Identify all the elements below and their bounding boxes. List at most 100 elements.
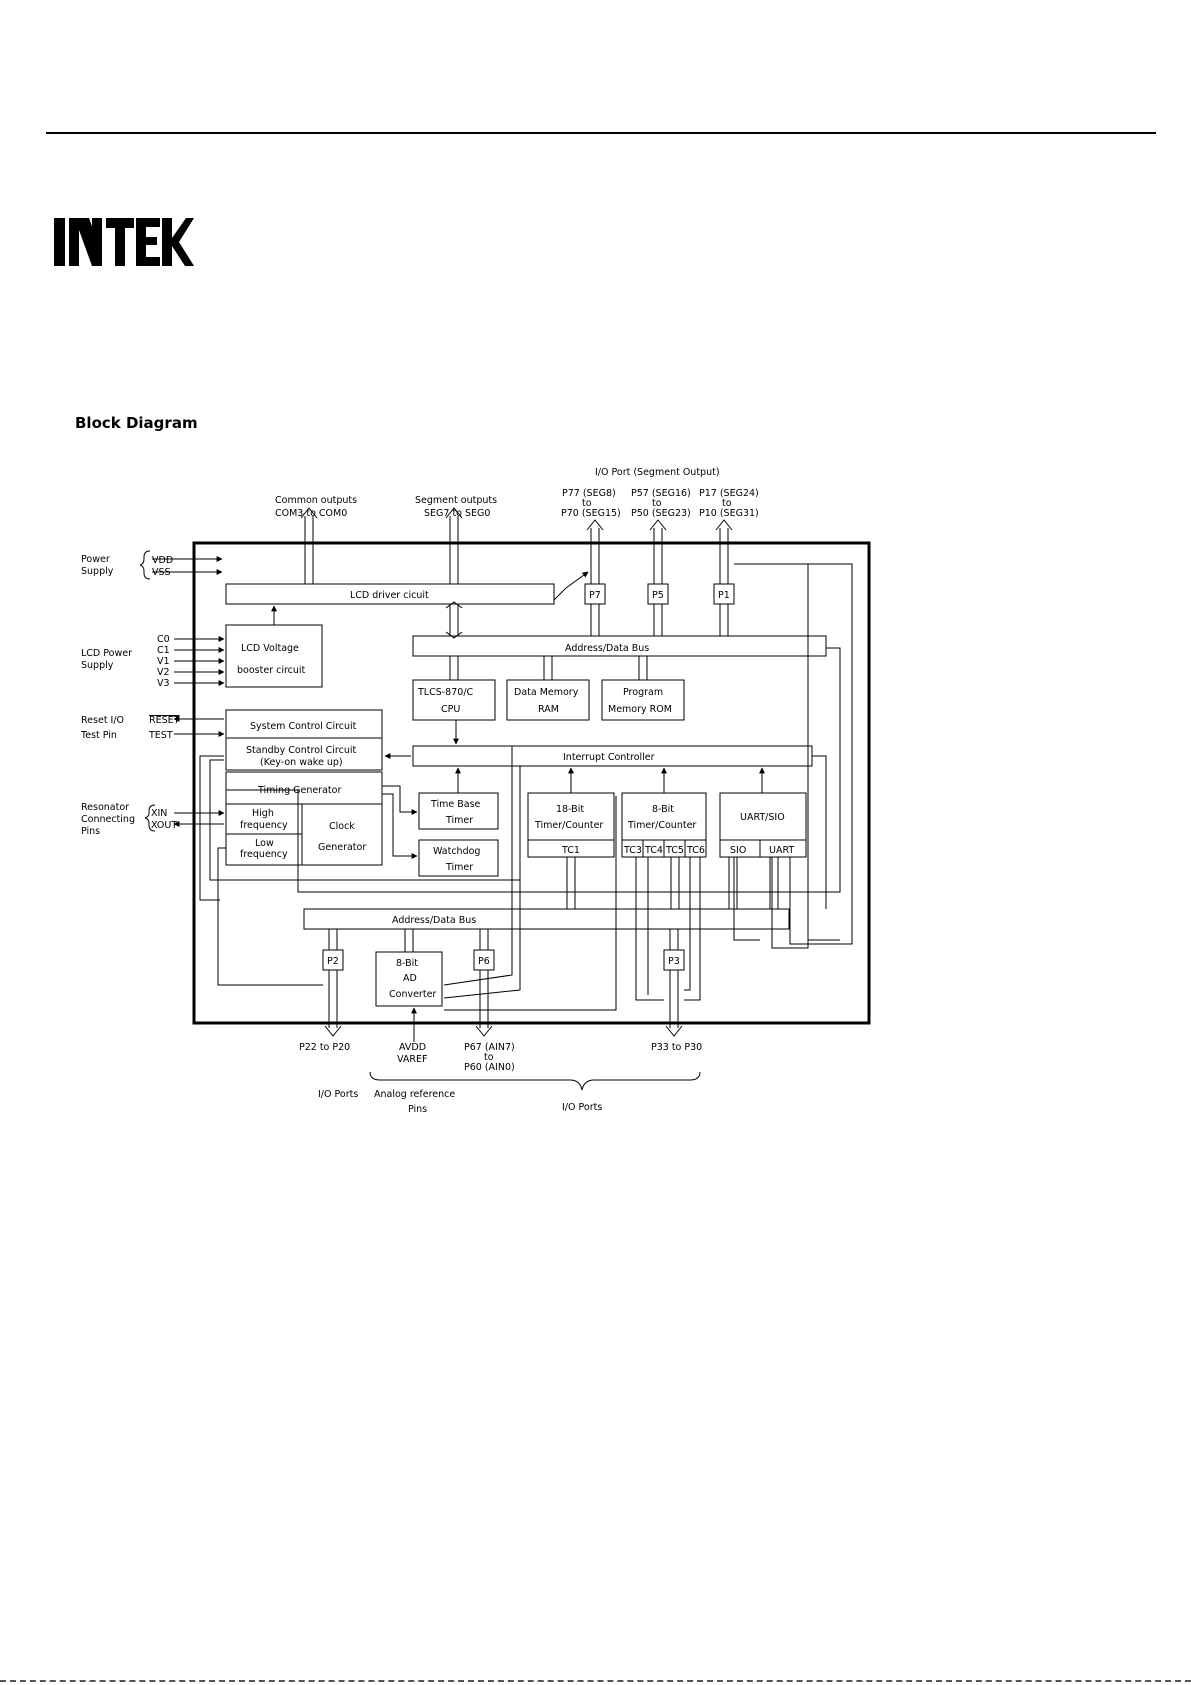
uart-sio-block [719,792,807,858]
resonator-label: Resonator [81,802,129,813]
p77-label: P77 (SEG8) [562,488,616,499]
v1-label: V1 [157,656,170,667]
lcd-power-label: LCD Power [81,648,132,659]
p50-label: P50 (SEG23) [631,508,691,519]
rom-label-1: Program [623,687,663,698]
watchdog-label-2: Timer [445,862,473,873]
ad-converter-block [375,951,443,1007]
pins-label: Pins [81,826,100,837]
lcd-driver-label: LCD driver cicuit [350,590,429,601]
c0-label: C0 [157,634,170,645]
port-p2-label: P2 [327,956,339,967]
p17-label: P17 (SEG24) [699,488,759,499]
test-pin-name-label: TEST [148,730,173,741]
power-label: Power [81,554,110,565]
ram-block [506,679,590,721]
lcd-driver-block [225,583,555,605]
standby-label-2: (Key-on wake up) [260,757,343,768]
common-outputs-label: Common outputs [275,495,357,506]
varef-label: VAREF [397,1054,427,1065]
lcd-voltage-label-2: booster circuit [237,665,306,676]
v3-label: V3 [157,678,170,689]
port-p5 [647,583,669,605]
port-p3 [663,949,685,971]
seg-range-label: SEG7 to SEG0 [424,508,490,519]
tc3-label: TC3 [623,845,642,856]
page-bottom-rule [0,1680,1191,1682]
p67-label: P67 (AIN7) [464,1042,515,1053]
test-pin-label: Test Pin [80,730,117,741]
lcd-supply-label: Supply [81,660,114,671]
adc-label-1: 8-Bit [396,958,418,969]
com-range-label: COM3 to COM0 [275,508,347,519]
ram-label-2: RAM [538,704,559,715]
adc-label-2: AD [403,973,417,984]
low-frequency-label-1: Low [255,838,274,849]
port-p7 [584,583,606,605]
adc-label-3: Converter [389,989,436,1000]
port-p7-label: P7 [589,590,601,601]
cpu-block [412,679,496,721]
io-port-segment-label: I/O Port (Segment Output) [595,467,720,478]
cpu-label-1: TLCS-870/C [417,687,474,698]
p6-to-label: to [484,1052,494,1063]
high-frequency-label-1: High [252,808,274,819]
lcd-voltage-booster-block [225,624,323,688]
low-frequency-label-2: frequency [240,849,288,860]
rom-block [601,679,685,721]
high-frequency-label-2: frequency [240,820,288,831]
system-control-label: System Control Circuit [250,721,357,732]
port-p2 [322,949,344,971]
address-bus-bottom-label: Address/Data Bus [392,915,476,926]
tc4-label: TC4 [644,845,663,856]
intek-logo-icon [54,218,194,266]
timing-clock-group [225,771,383,866]
header-rule [46,132,1156,134]
tc6-label: TC6 [686,845,705,856]
standby-control-block [225,737,383,771]
c1-label: C1 [157,645,170,656]
page-title: Block Diagram [75,414,198,432]
chip-boundary [192,541,871,1025]
timer8-label-1: 8-Bit [652,804,674,815]
p10-label: P10 (SEG31) [699,508,759,519]
tc1-label: TC1 [561,845,580,856]
watchdog-timer-block [418,839,499,877]
p5-to-label: to [652,498,662,509]
timing-generator-label: Timing Generator [257,785,341,796]
io-ports-left-label: I/O Ports [318,1089,358,1100]
timer16-label-1: 18-Bit [556,804,584,815]
reset-io-label: Reset I/O [81,715,124,726]
rom-label-2: Memory ROM [608,704,672,715]
xin-label: XIN [151,808,167,819]
port-p1 [713,583,735,605]
lcd-voltage-label-1: LCD Voltage [241,643,299,654]
timer16-label-2: Timer/Counter [534,820,603,831]
vss-label: VSS [152,567,171,578]
port-p6 [473,949,495,971]
intek-logo [54,214,194,268]
port-p6-label: P6 [478,956,490,967]
clock-label-1: Clock [329,821,355,832]
address-bus-top-label: Address/Data Bus [565,643,649,654]
address-bus-bottom [303,908,790,930]
connecting-label: Connecting [81,814,135,825]
io-ports-right-label: I/O Ports [562,1102,602,1113]
uart-sio-label: UART/SIO [740,812,785,823]
analog-reference-label: Analog reference [374,1089,455,1100]
watchdog-label-1: Watchdog [433,846,480,857]
v2-label: V2 [157,667,170,678]
port-p3-label: P3 [668,956,680,967]
segment-outputs-label: Segment outputs [415,495,497,506]
p7-to-label: to [582,498,592,509]
xout-label: XOUT [151,820,177,831]
tc5-label: TC5 [665,845,684,856]
interrupt-controller-label: Interrupt Controller [563,752,655,763]
p22-p20-label: P22 to P20 [299,1042,350,1053]
analog-pins-label: Pins [408,1104,427,1115]
p57-label: P57 (SEG16) [631,488,691,499]
vdd-label: VDD [152,555,173,566]
sio-label: SIO [730,845,746,856]
p1-to-label: to [722,498,732,509]
